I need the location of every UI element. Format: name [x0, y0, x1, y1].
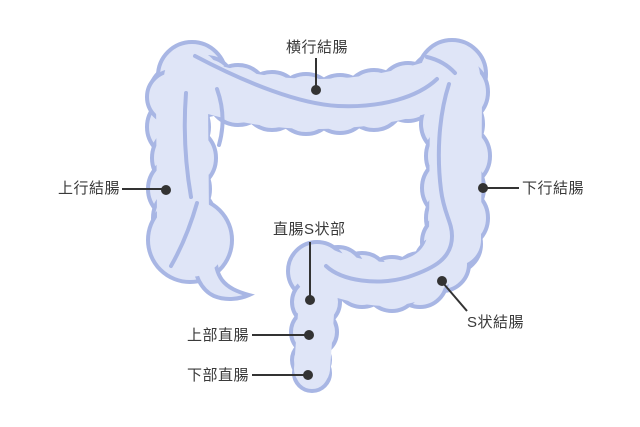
leader-transverse-colon [311, 58, 321, 95]
colon-body [145, 38, 492, 393]
label-rectosigmoid: 直腸S状部 [273, 221, 346, 238]
label-lower-rectum: 下部直腸 [187, 367, 250, 384]
leader-lower-rectum [252, 370, 313, 380]
leader-ascending-colon [122, 185, 171, 195]
marker-upper-rectum [304, 330, 314, 340]
label-descending-colon: 下行結腸 [522, 180, 585, 197]
label-sigmoid-colon: S状結腸 [467, 314, 525, 331]
marker-descending-colon [478, 183, 488, 193]
label-upper-rectum: 上部直腸 [187, 327, 250, 344]
marker-transverse-colon [311, 85, 321, 95]
label-ascending-colon: 上行結腸 [58, 180, 121, 197]
annotations [122, 58, 519, 380]
label-transverse-colon: 横行結腸 [286, 39, 349, 56]
marker-sigmoid-colon [437, 276, 447, 286]
marker-lower-rectum [303, 370, 313, 380]
leader-descending-colon [478, 183, 519, 193]
leader-sigmoid-colon [437, 276, 468, 312]
marker-ascending-colon [161, 185, 171, 195]
leader-rectosigmoid [305, 242, 315, 305]
lumen-covers [153, 48, 482, 387]
fold-lines [169, 54, 457, 284]
marker-rectosigmoid [305, 295, 315, 305]
leader-upper-rectum [252, 330, 314, 340]
